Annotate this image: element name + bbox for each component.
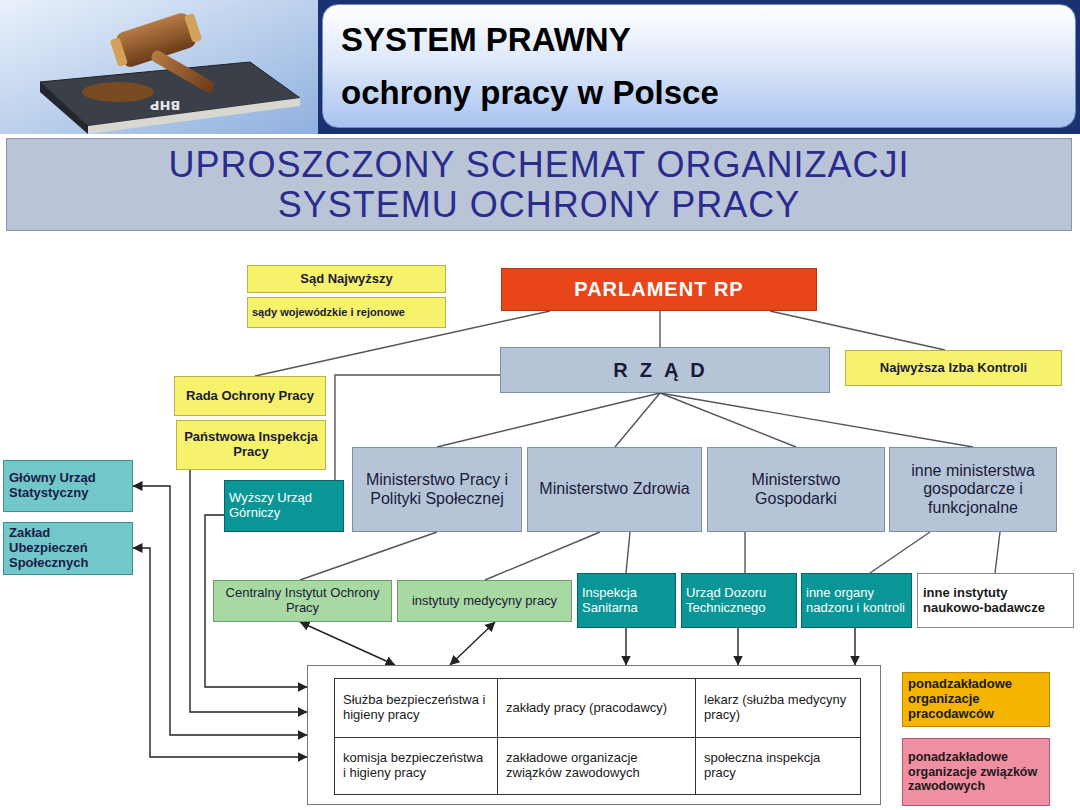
node-text: UPROSZCZONY SCHEMAT ORGANIZACJI SYSTEMU … xyxy=(109,145,969,224)
book-label: BHP xyxy=(150,98,180,113)
workplace-box: Służba bezpieczeństwa i higieny pracy zak… xyxy=(307,665,881,805)
node-text: zakładowe organizacje związków zawodowyc… xyxy=(506,751,687,781)
connector xyxy=(660,393,796,447)
node-text: ponadzakładowe organizacje pracodawców xyxy=(908,677,1044,722)
government-box: RZĄD xyxy=(500,347,830,393)
connector xyxy=(744,532,745,573)
connector xyxy=(854,628,855,665)
node-text: inne instytuty naukowo-badawcze xyxy=(923,586,1068,616)
table-cell: lekarz (służba medycyny pracy) xyxy=(695,678,861,738)
node-text: zakłady pracy (pracodawcy) xyxy=(506,701,667,716)
node-text: ponadzakładowe organizacje związków zawo… xyxy=(908,750,1044,793)
gavel-picture-ground xyxy=(0,0,318,134)
institution-box: Rada Ochrony Pracy xyxy=(174,376,326,416)
title-box: SYSTEM PRAWNY ochrony pracy w Polsce xyxy=(322,4,1076,128)
connector xyxy=(300,532,437,580)
node-text: Wyższy Urząd Górniczy xyxy=(229,491,339,521)
connector xyxy=(437,393,660,447)
node-text: Urząd Dozoru Technicznego xyxy=(686,586,792,616)
authority-box: Wyższy Urząd Górniczy xyxy=(224,480,344,532)
organisation-box: ponadzakładowe organizacje związków zawo… xyxy=(902,738,1050,806)
parliament-box: PARLAMENT RP xyxy=(501,268,817,311)
institution-box: Państwowa Inspekcja Pracy xyxy=(176,420,326,470)
ministry-box: Ministerstwo Gospodarki xyxy=(707,447,885,532)
organisation-box: ponadzakładowe organizacje pracodawców xyxy=(902,672,1050,727)
node-text: instytuty medycyny pracy xyxy=(412,594,557,609)
node-text: Inspekcja Sanitarna xyxy=(582,586,671,616)
node-text: Zakład Ubezpieczeń Społecznych xyxy=(9,526,127,571)
gavel-handle xyxy=(150,49,217,94)
node-text: Ministerstwo Gospodarki xyxy=(714,471,878,508)
node-text: Najwyższa Izba Kontroli xyxy=(880,361,1027,376)
connector xyxy=(995,532,1000,573)
connector xyxy=(625,628,626,665)
node-text: Sąd Najwyższy xyxy=(300,272,393,287)
institution-box: Zakład Ubezpieczeń Społecznych xyxy=(3,522,133,575)
institute-box: instytuty medycyny pracy xyxy=(397,580,572,622)
connector xyxy=(770,311,945,350)
gavel-band xyxy=(184,13,202,43)
institute-box: inne instytuty naukowo-badawcze xyxy=(917,573,1074,628)
node-text: Rada Ochrony Pracy xyxy=(186,389,314,404)
table-cell: społeczna inspekcja pracy xyxy=(695,737,861,795)
table-cell: zakłady pracy (pracodawcy) xyxy=(497,678,696,738)
node-text: ochrony pracy w Polsce xyxy=(341,74,719,112)
node-text: SYSTEM PRAWNY xyxy=(341,21,631,59)
table-cell: Służba bezpieczeństwa i higieny pracy xyxy=(334,678,498,738)
node-text: inne ministerstwa gospodarcze i funkcjon… xyxy=(896,462,1050,517)
header-bar xyxy=(0,0,1080,134)
authority-box: Urząd Dozoru Technicznego xyxy=(681,573,797,628)
node-text: RZĄD xyxy=(613,359,717,382)
node-text: społeczna inspekcja pracy xyxy=(704,751,852,781)
node-text: Główny Urząd Statystyczny xyxy=(9,471,127,501)
institution-box: sądy wojewódzkie i rejonowe xyxy=(247,297,446,328)
gavel-band xyxy=(110,37,128,67)
institute-box: Centralny Instytut Ochrony Pracy xyxy=(213,580,392,622)
table-cell: zakładowe organizacje związków zawodowyc… xyxy=(497,737,696,795)
node-text: Ministerstwo Pracy i Polityki Społecznej xyxy=(359,471,515,508)
connector xyxy=(659,311,660,347)
node-text: komisja bezpieczeństwa i higieny pracy xyxy=(343,751,489,781)
authority-box: Inspekcja Sanitarna xyxy=(577,573,676,628)
node-text: inne organy nadzoru i kontroli xyxy=(806,586,907,616)
node-text: lekarz (służba medycyny pracy) xyxy=(704,693,852,723)
heading-band: UPROSZCZONY SCHEMAT ORGANIZACJI SYSTEMU … xyxy=(6,138,1072,231)
institution-box: Sąd Najwyższy xyxy=(247,265,446,293)
connector xyxy=(615,393,660,447)
connector xyxy=(450,622,495,665)
ministry-box: inne ministerstwa gospodarcze i funkcjon… xyxy=(889,447,1057,532)
gavel-block xyxy=(82,82,154,102)
connector xyxy=(870,532,930,573)
book-spine xyxy=(40,82,88,134)
authority-box: inne organy nadzoru i kontroli xyxy=(801,573,912,628)
node-text: Państwowa Inspekcja Pracy xyxy=(181,430,321,460)
connector xyxy=(737,628,738,665)
connector xyxy=(626,532,630,573)
node-text: PARLAMENT RP xyxy=(574,278,743,301)
table-cell: komisja bezpieczeństwa i higieny pracy xyxy=(334,737,498,795)
node-text: Centralny Instytut Ochrony Pracy xyxy=(219,586,386,616)
ministry-box: Ministerstwo Zdrowia xyxy=(527,447,702,532)
ministry-box: Ministerstwo Pracy i Polityki Społecznej xyxy=(352,447,522,532)
institution-box: Główny Urząd Statystyczny xyxy=(3,460,133,512)
node-text: sądy wojewódzkie i rejonowe xyxy=(252,306,405,319)
book-pages xyxy=(88,98,300,134)
node-text: Ministerstwo Zdrowia xyxy=(539,480,689,498)
institution-box: Najwyższa Izba Kontroli xyxy=(845,350,1062,386)
node-text: Służba bezpieczeństwa i higieny pracy xyxy=(343,693,489,723)
connector xyxy=(300,622,395,665)
connector xyxy=(660,393,973,447)
